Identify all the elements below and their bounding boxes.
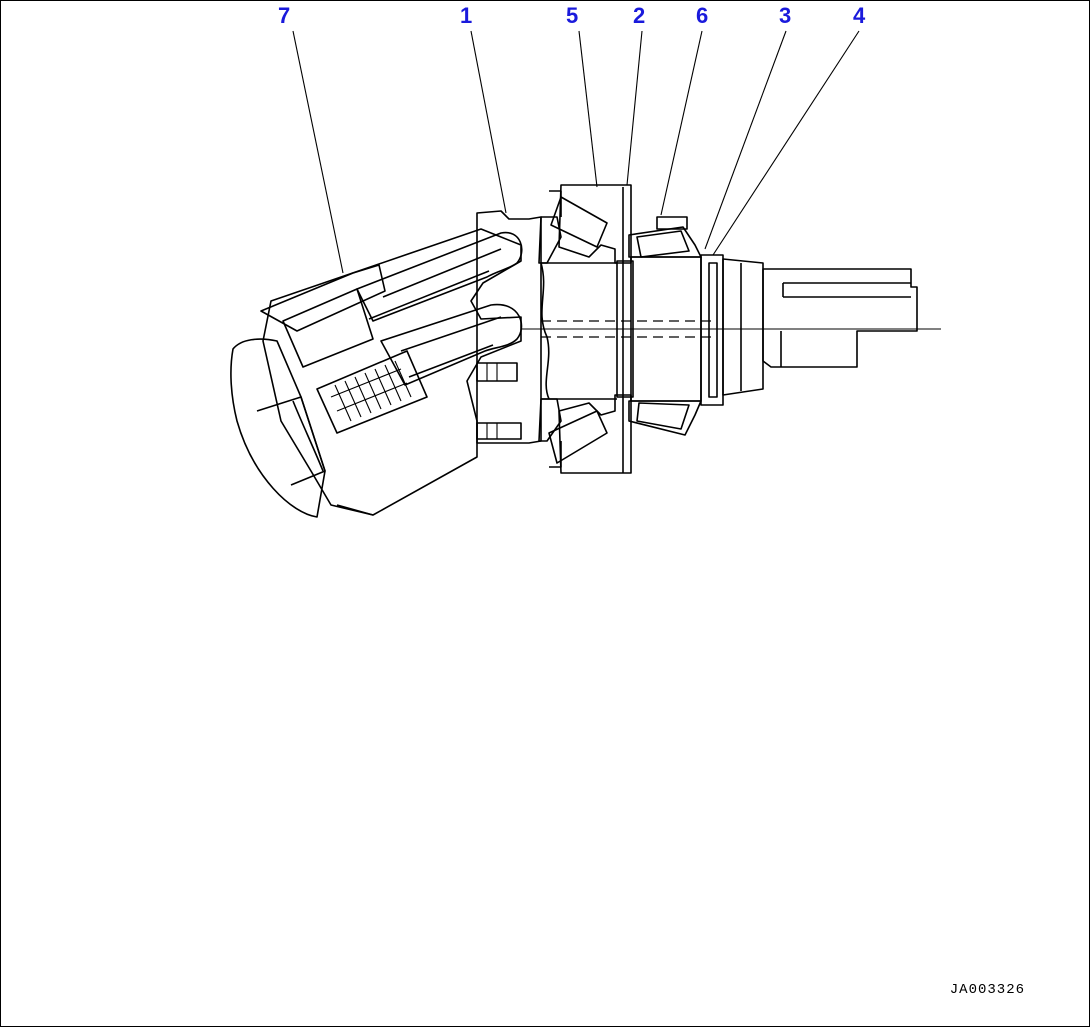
- bearing-6-lower: [628, 400, 702, 436]
- swash-casing: [230, 264, 386, 518]
- callout-1: 1: [460, 3, 472, 28]
- callout-6: 6: [696, 3, 708, 28]
- spacer-and-nut: [700, 254, 724, 406]
- leader-2: [626, 30, 643, 186]
- housing-flange: [476, 210, 542, 444]
- leader-lines: [292, 30, 860, 274]
- leader-7: [292, 30, 344, 274]
- leader-6: [660, 30, 703, 216]
- callout-4: 4: [853, 3, 866, 28]
- leader-3: [704, 30, 787, 250]
- callout-5: 5: [566, 3, 578, 28]
- cylinder-block: [262, 228, 523, 516]
- bearing-housing-lower: [538, 394, 632, 474]
- leader-4: [712, 30, 860, 256]
- leader-5: [578, 30, 598, 188]
- bearing-6-upper: [628, 216, 702, 258]
- break-line: [540, 262, 550, 400]
- drawing-code: JA003326: [949, 982, 1025, 998]
- output-shaft: [722, 258, 918, 396]
- leader-1: [470, 30, 507, 214]
- spring: [316, 350, 428, 434]
- bearing-housing-upper: [538, 184, 632, 264]
- callout-2: 2: [633, 3, 645, 28]
- callout-7: 7: [278, 3, 290, 28]
- callout-3: 3: [779, 3, 791, 28]
